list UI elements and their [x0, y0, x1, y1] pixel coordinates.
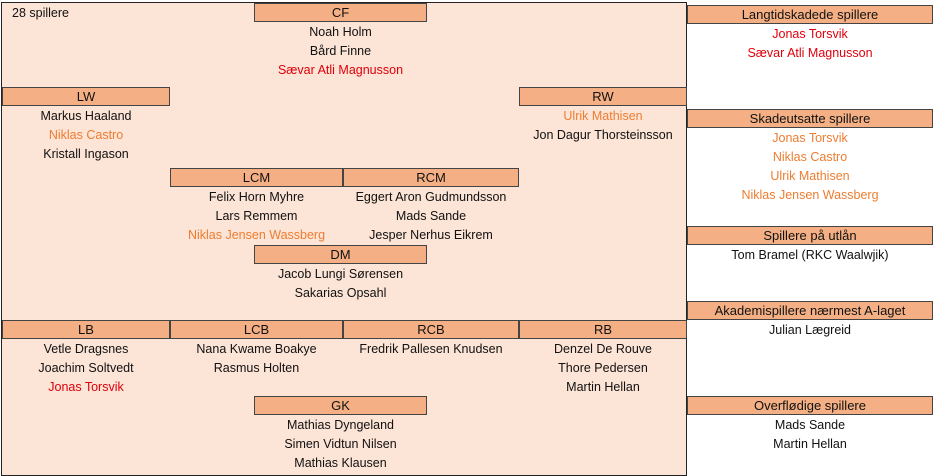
position-header-lb: LB [2, 320, 170, 339]
position-header-rcb: RCB [343, 320, 519, 339]
player-gk: Mathias Dyngeland [286, 418, 394, 432]
player-lcb: Rasmus Holten [213, 361, 300, 375]
player-rb: Thore Pedersen [558, 361, 648, 375]
player-dm: Sakarias Opsahl [294, 286, 387, 300]
sidebar-item-long-injured: Sævar Atli Magnusson [747, 46, 873, 60]
player-gk: Mathias Klausen [294, 456, 387, 470]
player-gk: Simen Vidtun Nilsen [284, 437, 397, 451]
position-header-lw: LW [2, 87, 170, 106]
sidebar-header-long-injured: Langtidskadede spillere [687, 5, 933, 24]
player-rcm: Mads Sande [395, 209, 467, 223]
player-rcm: Eggert Aron Gudmundsson [355, 190, 507, 204]
sidebar-item-long-injured: Jonas Torsvik [772, 27, 848, 41]
player-lcm: Lars Remmem [215, 209, 298, 223]
player-lcm: Felix Horn Myhre [208, 190, 305, 204]
player-lcb: Nana Kwame Boakye [196, 342, 317, 356]
sidebar-item-injured: Niklas Castro [772, 150, 848, 164]
player-lcm: Niklas Jensen Wassberg [187, 228, 326, 242]
player-rb: Martin Hellan [566, 380, 640, 394]
player-cf: Noah Holm [309, 25, 372, 39]
player-lw: Markus Haaland [40, 109, 132, 123]
player-rcm: Jesper Nerhus Eikrem [369, 228, 493, 242]
sidebar-header-on-loan: Spillere på utlån [687, 226, 933, 245]
player-cf: Sævar Atli Magnusson [277, 63, 404, 77]
sidebar-item-academy: Julian Lægreid [769, 323, 851, 337]
player-lw: Niklas Castro [48, 128, 124, 142]
sidebar-item-injured: Niklas Jensen Wassberg [741, 188, 879, 202]
player-rcb: Fredrik Pallesen Knudsen [359, 342, 503, 356]
position-header-cf: CF [254, 3, 427, 22]
sidebar-item-on-loan: Tom Bramel (RKC Waalwjik) [731, 248, 889, 262]
player-lb: Jonas Torsvik [48, 380, 124, 394]
player-lw: Kristall Ingason [43, 147, 129, 161]
squad-count: 28 spillere [12, 6, 69, 20]
position-header-rw: RW [519, 87, 687, 106]
player-lb: Vetle Dragsnes [43, 342, 129, 356]
player-rw: Ulrik Mathisen [563, 109, 643, 123]
sidebar-header-injured: Skadeutsatte spillere [687, 109, 933, 128]
position-header-dm: DM [254, 245, 427, 264]
position-header-lcb: LCB [170, 320, 343, 339]
sidebar-item-injured: Ulrik Mathisen [770, 169, 850, 183]
player-cf: Bård Finne [309, 44, 372, 58]
sidebar-item-surplus: Mads Sande [774, 418, 846, 432]
position-header-rcm: RCM [343, 168, 519, 187]
player-dm: Jacob Lungi Sørensen [277, 267, 404, 281]
player-lb: Joachim Soltvedt [38, 361, 134, 375]
position-header-lcm: LCM [170, 168, 343, 187]
position-header-rb: RB [519, 320, 687, 339]
sidebar-item-injured: Jonas Torsvik [772, 131, 848, 145]
sidebar-item-surplus: Martin Hellan [773, 437, 847, 451]
sidebar-header-academy: Akademispillere nærmest A-laget [687, 301, 933, 320]
player-rw: Jon Dagur Thorsteinsson [533, 128, 673, 142]
sidebar-header-surplus: Overflødige spillere [687, 396, 933, 415]
player-rb: Denzel De Rouve [554, 342, 652, 356]
position-header-gk: GK [254, 396, 427, 415]
